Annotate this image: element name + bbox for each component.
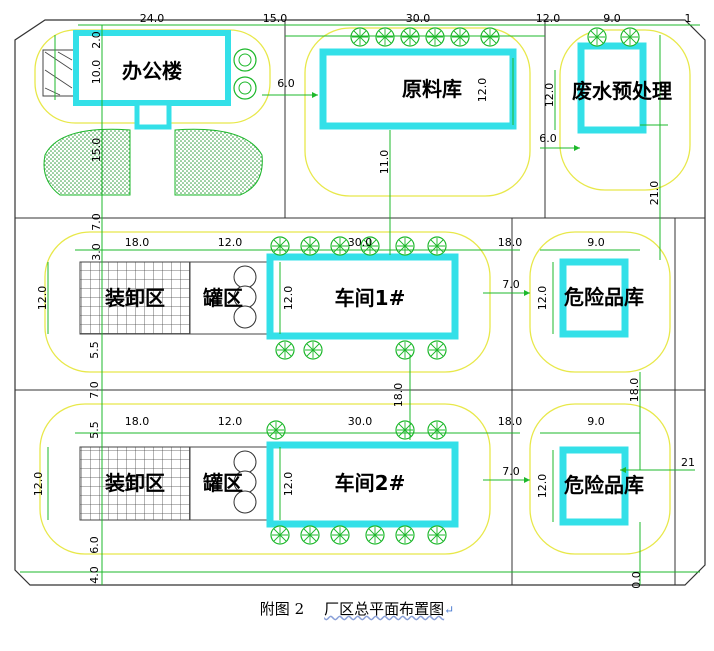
label-workshop-2: 车间2# xyxy=(335,471,406,495)
figure-caption: 附图 2 厂区总平面布置图↵ xyxy=(0,598,714,619)
dim-label: 10.0 xyxy=(90,60,103,85)
lawn-right xyxy=(174,128,263,196)
caption-number: 附图 2 xyxy=(259,600,305,618)
label-loading-2: 装卸区 xyxy=(104,471,165,495)
wastewater-pretreatment xyxy=(577,42,647,134)
dim-label: 18.0 xyxy=(498,415,523,428)
label-hazard-2: 危险品库 xyxy=(564,473,644,497)
label-loading-1: 装卸区 xyxy=(104,286,165,310)
hazard-warehouse-1 xyxy=(559,258,629,338)
dim-label: 11.0 xyxy=(378,150,391,175)
dim-label: 9.0 xyxy=(603,12,621,25)
site-boundary xyxy=(14,19,706,586)
dim-label: 12.0 xyxy=(536,474,549,499)
dim-label: 4.0 xyxy=(88,566,101,584)
dim-label: 24.0 xyxy=(140,12,165,25)
roads xyxy=(15,20,705,585)
dim-label: 1 xyxy=(685,12,692,25)
dim-label: 9.0 xyxy=(587,236,605,249)
dim-label: 21 xyxy=(681,456,695,469)
dim-label: 18.0 xyxy=(125,415,150,428)
lawn-left xyxy=(43,128,131,196)
dim-label: 15.0 xyxy=(263,12,288,25)
tanks-2 xyxy=(233,450,257,514)
dim-label: 7.0 xyxy=(502,278,520,291)
label-hazard-1: 危险品库 xyxy=(564,285,644,309)
dim-label: 30.0 xyxy=(348,236,373,249)
dim-label: 12.0 xyxy=(282,286,295,311)
dim-label: 2.0 xyxy=(90,31,103,49)
dim-label: 6.0 xyxy=(539,132,557,145)
dim-label: 15.0 xyxy=(90,138,103,163)
dim-label: 7.0 xyxy=(88,381,101,399)
workshop-1 xyxy=(266,253,459,340)
tanks-1 xyxy=(233,265,257,329)
dim-label: 0.0 xyxy=(630,571,643,589)
label-tank-2: 罐区 xyxy=(202,471,243,495)
dim-label: 18.0 xyxy=(628,378,641,403)
dim-label: 12.0 xyxy=(218,415,243,428)
dim-label: 5.5 xyxy=(88,341,101,359)
dim-label: 18.0 xyxy=(498,236,523,249)
paragraph-mark: ↵ xyxy=(444,603,455,617)
dim-label: 30.0 xyxy=(406,12,431,25)
dim-label: 21.0 xyxy=(648,181,661,206)
green-belts xyxy=(34,27,691,555)
dim-label: 12.0 xyxy=(543,83,556,108)
dim-label: 7.0 xyxy=(90,213,103,231)
label-raw-material: 原料库 xyxy=(402,77,462,101)
caption-title: 厂区总平面布置图 xyxy=(324,600,445,618)
dim-label: 12.0 xyxy=(536,12,561,25)
label-tank-1: 罐区 xyxy=(202,286,243,310)
dim-label: 12.0 xyxy=(218,236,243,249)
dim-label: 12.0 xyxy=(32,472,45,497)
dimension-lines xyxy=(20,24,700,585)
dim-label: 6.0 xyxy=(277,77,295,90)
dim-label: 12.0 xyxy=(36,286,49,311)
dim-label: 30.0 xyxy=(348,415,373,428)
dim-label: 7.0 xyxy=(502,465,520,478)
dimension-labels: 24.0 15.0 30.0 12.0 9.0 1 2.0 10.0 6.0 1… xyxy=(32,12,695,589)
dim-label: 6.0 xyxy=(88,536,101,554)
dim-label: 18.0 xyxy=(392,383,405,408)
dim-label: 18.0 xyxy=(125,236,150,249)
dimension-arrows xyxy=(312,92,626,483)
loading-area-1 xyxy=(79,261,191,335)
dim-label: 12.0 xyxy=(476,78,489,103)
dim-label: 12.0 xyxy=(536,286,549,311)
workshop-2 xyxy=(266,441,459,528)
office-annex xyxy=(42,49,76,97)
site-plan-drawing: 办公楼 原料库 废水预处理 装卸区 罐区 车间1# 危险品库 装卸区 罐区 车间… xyxy=(14,12,706,589)
dim-label: 9.0 xyxy=(587,415,605,428)
label-wastewater: 废水预处理 xyxy=(572,79,672,103)
label-office: 办公楼 xyxy=(122,59,182,83)
hazard-warehouse-2 xyxy=(559,446,629,526)
loading-area-2 xyxy=(79,446,191,521)
dim-label: 3.0 xyxy=(90,243,103,261)
label-workshop-1: 车间1# xyxy=(335,286,406,310)
dim-label: 5.5 xyxy=(88,421,101,439)
office-corridor xyxy=(134,100,172,130)
dim-label: 12.0 xyxy=(282,472,295,497)
